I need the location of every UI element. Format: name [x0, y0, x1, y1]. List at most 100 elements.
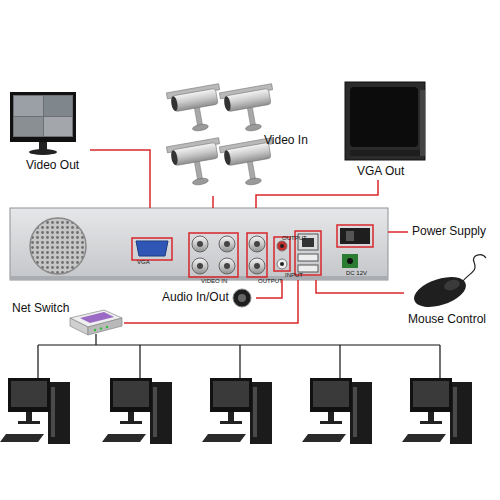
- lcd-monitor: [10, 92, 76, 142]
- network-cable: [239, 345, 240, 378]
- cable-line: [388, 231, 408, 233]
- dvr-back-panel: [197, 241, 203, 247]
- switch-symbol: [94, 329, 96, 331]
- cable-line: [124, 280, 298, 323]
- dvr-back-panel: [30, 218, 86, 274]
- dvr-back-panel: [280, 244, 284, 248]
- camera-device: Video In: [160, 78, 350, 196]
- device-label: Mouse Control: [408, 313, 486, 326]
- dvr-back-panel: [219, 258, 235, 274]
- device-label: Net Switch: [12, 302, 69, 315]
- computer-group: [0, 378, 70, 444]
- port-label: DC 12V: [346, 270, 367, 277]
- port-outline: [132, 225, 373, 277]
- audio-jack: [233, 289, 251, 307]
- network-cable: [439, 345, 440, 378]
- network-cable: [95, 334, 96, 345]
- port-label: OUTPUT: [258, 278, 283, 285]
- mouse-symbol: [410, 271, 469, 312]
- switch-symbol: [80, 312, 114, 323]
- mouse-device: Mouse Control: [404, 262, 500, 330]
- lcd-monitor: [14, 96, 43, 116]
- switch-symbol: [106, 326, 108, 328]
- network-cable: [38, 344, 440, 345]
- dvr-back-panel: [136, 241, 168, 256]
- computer-group: [302, 378, 372, 444]
- switch-symbol: [70, 310, 122, 335]
- lcd-monitor: [44, 117, 72, 136]
- network-cable: [139, 345, 140, 378]
- port-label: INPUT: [285, 272, 303, 279]
- dvr-back-panel: [340, 228, 370, 244]
- port-label: VGA: [137, 259, 150, 266]
- cable-line: [212, 196, 214, 208]
- dvr-unit: VGAVIDEO INOUTPUTOUTPUTINPUTDC 12V: [10, 208, 388, 280]
- crt-monitor: [345, 82, 425, 160]
- crt-monitor: [420, 90, 425, 156]
- dvr-back-panel: [254, 263, 260, 269]
- dvr-back-panel: [298, 254, 318, 261]
- dvr-back-panel: [346, 231, 354, 241]
- crt-monitor: [350, 150, 420, 156]
- dvr-back-panel: [224, 263, 230, 269]
- power-supply-callout: Power Supply: [408, 222, 498, 242]
- video-out-device: Video Out: [5, 85, 90, 177]
- lcd-monitor: [44, 96, 72, 116]
- dvr-back-panel: [347, 258, 353, 264]
- device-label: VGA Out: [357, 165, 404, 178]
- cable-line: [316, 280, 404, 293]
- network-cable: [38, 334, 440, 378]
- device-label: Power Supply: [412, 225, 486, 238]
- computer-group: [402, 378, 472, 444]
- lcd-monitor: [14, 117, 43, 136]
- audio-device: Audio In/Out: [160, 282, 256, 314]
- computer-group: [202, 378, 272, 444]
- dvr-back-panel: [249, 258, 265, 274]
- port-outline: [189, 233, 238, 277]
- network-cable: [339, 345, 340, 378]
- port-label: OUTPUT: [282, 235, 307, 242]
- dvr-back-panel: [277, 259, 287, 269]
- port-outline: [274, 237, 290, 271]
- computer-group: [102, 378, 172, 444]
- port-label: VIDEO IN: [201, 278, 227, 285]
- net-switch-device: Net Switch: [6, 300, 124, 340]
- port-outline: [247, 233, 267, 277]
- device-label: Audio In/Out: [162, 291, 229, 304]
- dvr-back-panel: [280, 262, 284, 266]
- camera-group: [219, 84, 279, 136]
- dvr-back-panel: [192, 236, 208, 252]
- dvr-back-panel: [219, 236, 235, 252]
- crt-monitor: [345, 82, 425, 160]
- lcd-monitor: [39, 142, 47, 150]
- dvr-back-panel: [249, 236, 265, 252]
- audio-jack: [233, 289, 251, 307]
- mouse-symbol: [462, 255, 486, 282]
- dvr-back-panel: [254, 241, 260, 247]
- cable-line: [90, 150, 150, 208]
- mouse-symbol: [410, 255, 486, 313]
- audio-jack: [238, 294, 246, 302]
- dvr-back-panel: [192, 258, 208, 274]
- switch-symbol: [100, 327, 102, 329]
- cable-line: [256, 280, 282, 298]
- port-outline: [337, 225, 373, 247]
- port-outline: [132, 238, 172, 260]
- network-cable: [37, 345, 38, 378]
- dvr-back-panel: [224, 241, 230, 247]
- dvr-back-panel: [277, 241, 287, 251]
- lcd-monitor: [29, 149, 57, 155]
- lcd-monitor: [10, 92, 76, 155]
- camera-group: [166, 84, 279, 190]
- device-label: Video In: [264, 134, 308, 147]
- dvr-back-panel: [10, 208, 388, 280]
- dvr-back-panel: [298, 265, 318, 272]
- camera-group: [166, 84, 226, 136]
- dvr-back-panel: [10, 208, 388, 280]
- device-label: Video Out: [26, 159, 79, 172]
- camera-group: [166, 138, 226, 190]
